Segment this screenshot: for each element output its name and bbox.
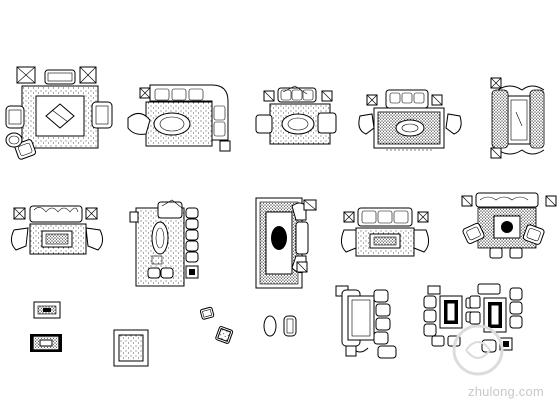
sofa-set-12: [423, 285, 477, 347]
sofa-set-4: [358, 89, 462, 151]
watermark-logo: [452, 324, 504, 376]
rug-square: [113, 329, 149, 367]
rug-small-1: [33, 301, 61, 319]
sofa-set-9: [340, 207, 430, 257]
sofa-set-7: [129, 199, 199, 287]
sofa-set-8: [255, 197, 317, 289]
sofa-set-11: [335, 285, 397, 359]
sofa-set-6: [10, 205, 104, 255]
sofa-set-10: [461, 192, 557, 259]
oval-table-sofa: [263, 315, 297, 337]
sofa-set-1: [5, 66, 113, 161]
sofa-set-5: [490, 77, 545, 159]
rug-small-2: [30, 334, 62, 352]
single-chairs: [199, 306, 234, 344]
watermark-text: zhulong.com: [468, 384, 544, 399]
sofa-set-2: [127, 84, 231, 152]
sofa-set-3: [255, 85, 337, 145]
